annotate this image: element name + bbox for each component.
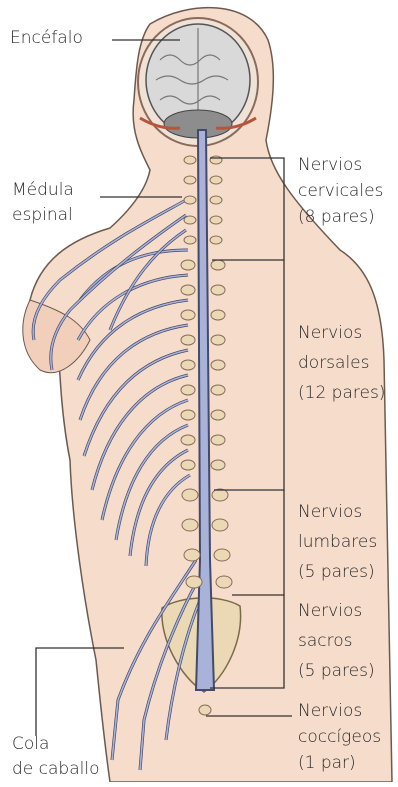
dorsales-line3: (12 pares): [298, 378, 385, 408]
lumbares-line3: (5 pares): [298, 557, 377, 587]
cervicales-line1: Nervios: [298, 152, 383, 178]
label-medula-espinal: Médula espinal: [12, 180, 74, 226]
label-nervios-lumbares: Nervios lumbares (5 pares): [298, 497, 377, 587]
lumbares-line2: lumbares: [298, 527, 377, 557]
label-encefalo: Encéfalo: [10, 28, 83, 49]
label-cola-line2: de caballo: [12, 759, 99, 780]
sacros-line3: (5 pares): [298, 656, 375, 686]
label-medula-line1: Médula: [12, 180, 74, 201]
label-medula-line2: espinal: [12, 205, 74, 226]
coccigeos-line3: (1 par): [298, 750, 381, 776]
dorsales-line2: dorsales: [298, 348, 385, 378]
label-nervios-coccigeos: Nervios coccígeos (1 par): [298, 698, 381, 776]
coccigeos-line2: coccígeos: [298, 724, 381, 750]
coccigeos-line1: Nervios: [298, 698, 381, 724]
label-nervios-dorsales: Nervios dorsales (12 pares): [298, 318, 385, 408]
label-cola-de-caballo: Cola de caballo: [12, 734, 99, 780]
sacros-line1: Nervios: [298, 596, 375, 626]
label-encefalo-text: Encéfalo: [10, 28, 83, 49]
cervicales-line2: cervicales: [298, 178, 383, 204]
cervicales-line3: (8 pares): [298, 204, 383, 230]
label-nervios-sacros: Nervios sacros (5 pares): [298, 596, 375, 686]
label-nervios-cervicales: Nervios cervicales (8 pares): [298, 152, 383, 230]
lumbares-line1: Nervios: [298, 497, 377, 527]
dorsales-line1: Nervios: [298, 318, 385, 348]
label-cola-line1: Cola: [12, 734, 99, 755]
sacros-line2: sacros: [298, 626, 375, 656]
